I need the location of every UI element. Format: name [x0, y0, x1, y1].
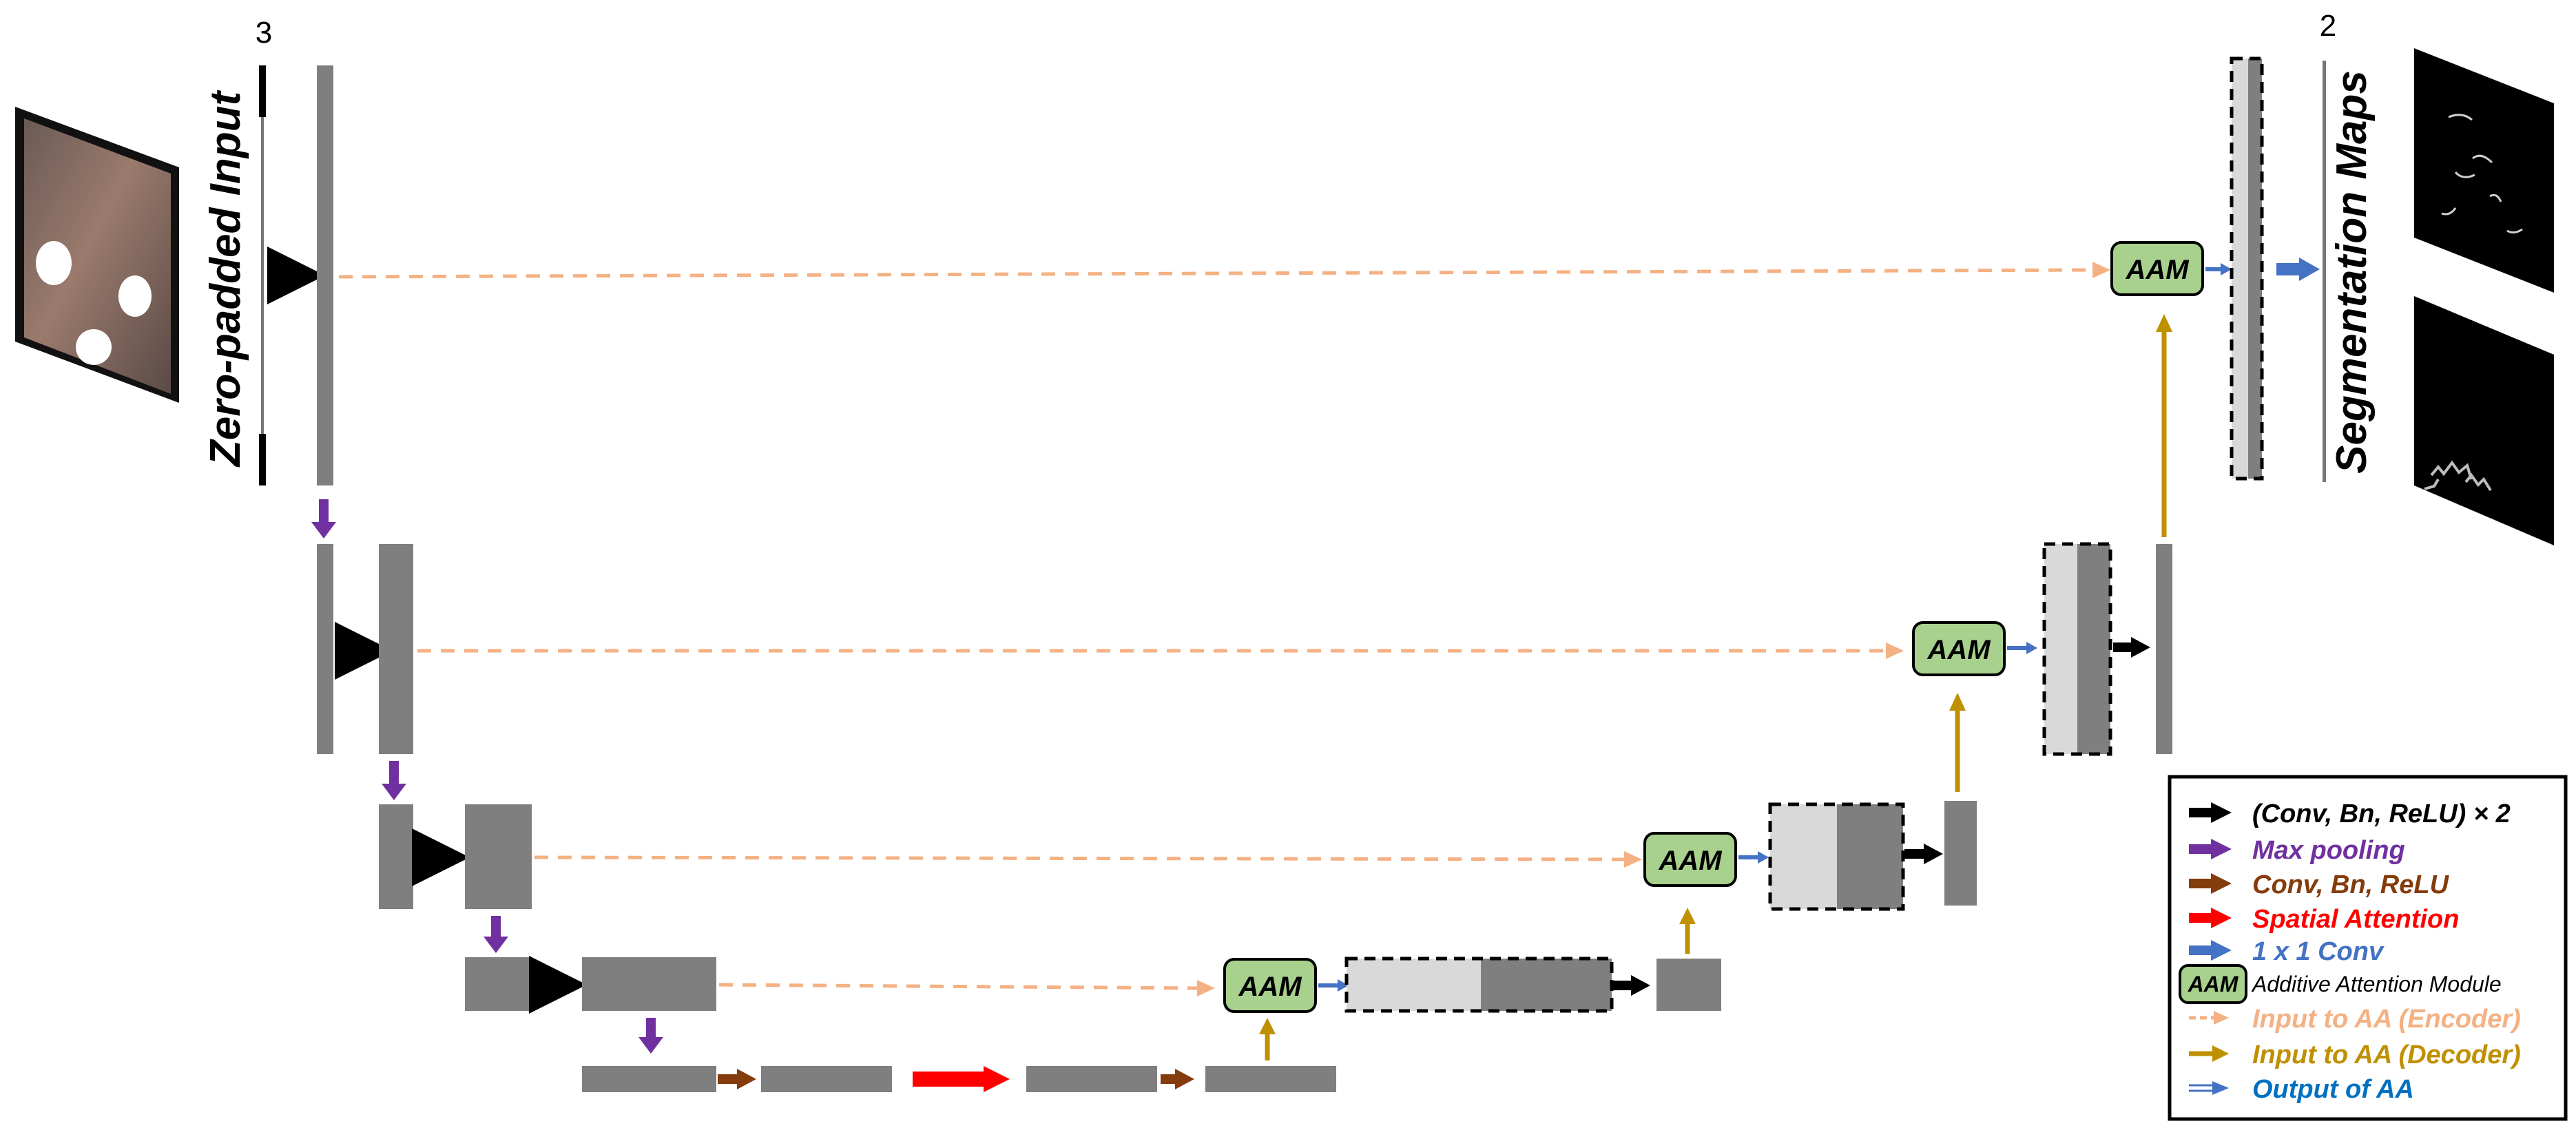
legend-label-1x1-conv: 1 x 1 Conv	[2252, 937, 2385, 966]
feature-map-enc-l3b	[465, 804, 532, 909]
input-channel-count: 3	[256, 16, 272, 50]
legend-item-aam: AAM Additive Attention Module	[2179, 964, 2502, 1004]
aa-output-arrowhead-l3	[1758, 851, 1769, 864]
legend-label-spatial-attention: Spatial Attention	[2252, 905, 2459, 934]
input-padding-bar-bottom	[259, 434, 266, 485]
decoder-gate-arrowhead-l4	[1259, 1018, 1276, 1034]
legend-label-output-aa: Output of AA	[2252, 1075, 2414, 1104]
legend-label-input-aa-decoder: Input to AA (Decoder)	[2252, 1041, 2521, 1069]
feature-map-bottleneck-3	[1026, 1066, 1157, 1092]
skip-connection-l4	[718, 983, 1199, 990]
legend: (Conv, Bn, ReLU) × 2 Max pooling Conv, B…	[2168, 775, 2568, 1121]
conv-arrowhead-dec-l3	[1924, 844, 1943, 864]
legend-label-conv-bn-relu: Conv, Bn, ReLU	[2252, 870, 2450, 899]
conv-arrowhead-bottleneck-2	[1175, 1069, 1194, 1089]
segmentation-map-1	[2414, 48, 2554, 293]
feature-map-dec-l3	[1944, 801, 1977, 906]
legend-item-spatial-attention: Spatial Attention	[2189, 905, 2459, 934]
feature-map-enc-l2b	[379, 544, 413, 754]
feature-map-bottleneck-2	[761, 1066, 892, 1092]
feature-map-bottleneck-4	[1205, 1066, 1336, 1092]
legend-label-max-pooling: Max pooling	[2252, 836, 2405, 865]
legend-item-max-pooling: Max pooling	[2189, 836, 2405, 865]
input-padding-line	[261, 117, 264, 434]
legend-item-conv-block: (Conv, Bn, ReLU) × 2	[2189, 800, 2511, 828]
concat-block-l3	[1768, 802, 1905, 911]
decoder-gate-arrowhead-l1	[2156, 314, 2172, 332]
aam-module-l4: AAM	[1223, 958, 1317, 1013]
aam-label-l1: AAM	[2125, 255, 2190, 285]
conv-arrowhead-bottleneck-1	[737, 1069, 756, 1089]
final-1x1-conv-arrowhead	[2299, 258, 2320, 281]
legend-item-input-aa-encoder: Input to AA (Encoder)	[2189, 1005, 2521, 1034]
concat-block-l4	[1344, 957, 1614, 1013]
feature-map-dec-l4	[1656, 959, 1721, 1011]
skip-arrowhead-l4	[1197, 980, 1215, 996]
maxpool-arrowhead-l2	[382, 784, 406, 800]
maxpool-arrowhead-l1	[311, 522, 336, 539]
feature-map-dec-l2	[2156, 544, 2172, 754]
feature-map-enc-l1	[317, 65, 333, 485]
output-divider-line	[2323, 61, 2326, 482]
aam-label-l2: AAM	[1926, 635, 1991, 665]
legend-label-aam: Additive Attention Module	[2251, 972, 2502, 996]
decoder-gate-arrowhead-l3	[1679, 908, 1696, 924]
feature-map-enc-l3a	[379, 804, 413, 909]
segmentation-map-2	[2414, 296, 2554, 545]
aam-module-l2: AAM	[1912, 621, 2006, 676]
legend-label-input-aa-encoder: Input to AA (Encoder)	[2252, 1005, 2521, 1034]
skip-connection-l1	[338, 268, 2095, 279]
aam-label-l3: AAM	[1658, 846, 1723, 876]
spatial-attention-arrowhead	[984, 1066, 1010, 1092]
aa-output-arrowhead-l1	[2221, 263, 2232, 275]
decoder-gate-arrowhead-l2	[1949, 693, 1966, 711]
feature-map-enc-l4b	[582, 957, 716, 1011]
legend-aam-badge: AAM	[2188, 972, 2239, 996]
aam-module-l1: AAM	[2110, 241, 2204, 296]
aam-label-l4: AAM	[1238, 972, 1302, 1002]
skip-arrowhead-l3	[1624, 851, 1642, 868]
conv-arrowhead-dec-l2	[2131, 637, 2150, 658]
aa-output-arrowhead-l2	[2026, 642, 2037, 654]
skip-arrowhead-l2	[1886, 642, 1904, 659]
concat-block-l1	[2230, 56, 2264, 481]
output-label: Segmentation Maps	[2328, 70, 2376, 474]
feature-map-enc-l2a	[317, 544, 333, 754]
legend-label-conv-block: (Conv, Bn, ReLU) × 2	[2252, 800, 2511, 828]
skip-connection-l3	[534, 855, 1626, 861]
input-label: Zero-padded Input	[202, 90, 249, 468]
feature-map-enc-l4a	[465, 957, 532, 1011]
aa-output-arrowhead-l4	[1338, 979, 1349, 992]
output-channel-count: 2	[2320, 9, 2336, 43]
aam-module-l3: AAM	[1643, 832, 1737, 887]
conv-arrowhead-dec-l4	[1631, 975, 1650, 996]
maxpool-arrowhead-l3	[484, 937, 508, 953]
legend-frame	[2168, 775, 2568, 1121]
skip-arrowhead-l1	[2092, 262, 2110, 278]
input-face-image	[15, 107, 179, 403]
legend-item-conv-bn-relu: Conv, Bn, ReLU	[2189, 870, 2450, 899]
maxpool-arrowhead-l4	[638, 1037, 663, 1054]
legend-item-input-aa-decoder: Input to AA (Decoder)	[2189, 1041, 2521, 1069]
legend-item-1x1-conv: 1 x 1 Conv	[2189, 937, 2385, 966]
feature-map-bottleneck-1	[582, 1066, 716, 1092]
legend-item-output-aa: Output of AA	[2189, 1075, 2414, 1104]
concat-block-l2	[2042, 542, 2112, 756]
input-padding-bar-top	[259, 65, 266, 117]
